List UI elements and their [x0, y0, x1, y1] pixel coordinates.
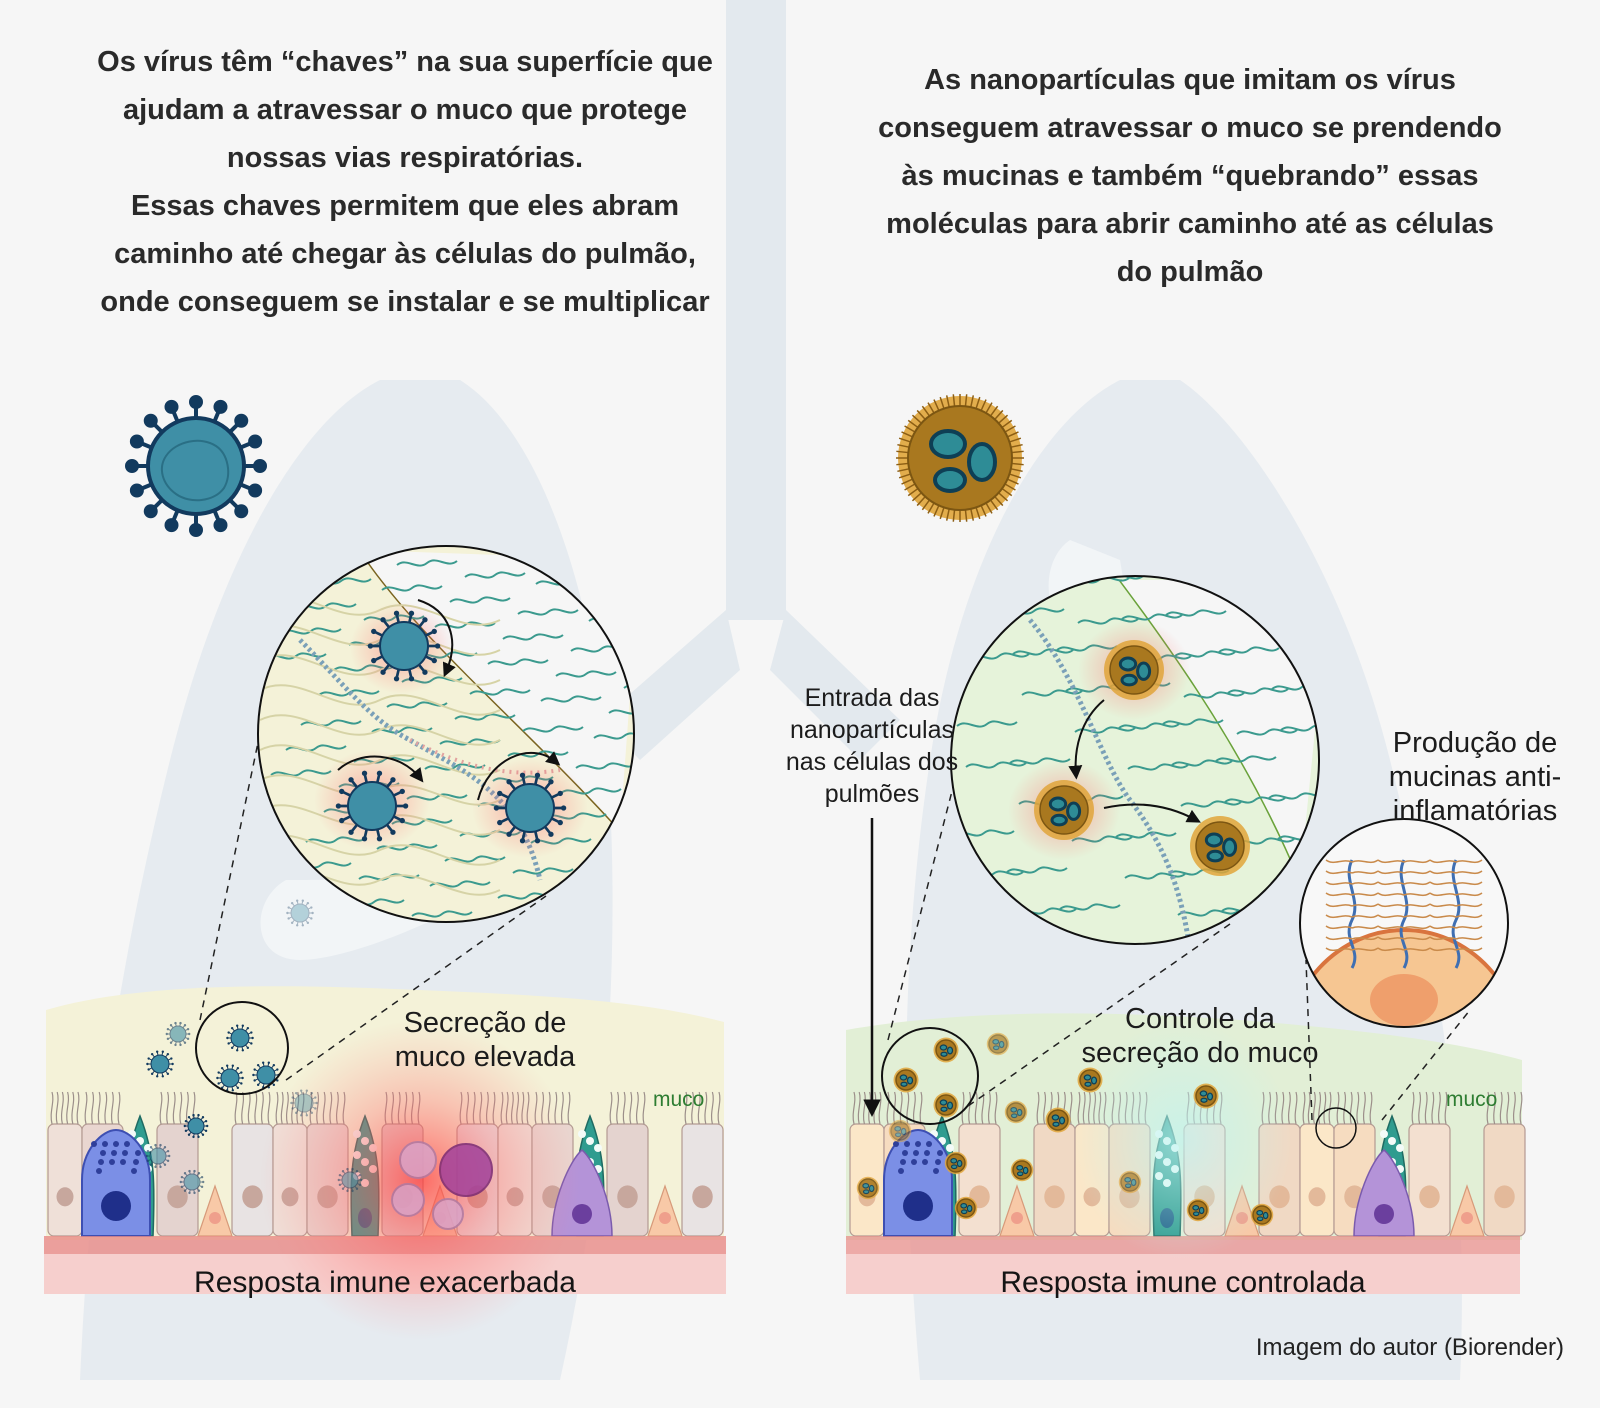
basal-blue-cell: [81, 1128, 151, 1237]
nanoparticle: [856, 1176, 880, 1200]
virus-particle: [146, 1050, 174, 1078]
heading-line: nossas vias respiratórias.: [226, 142, 584, 174]
nanoparticle: [933, 1037, 959, 1063]
zoom-source-left: [195, 1001, 289, 1095]
production-label: Produção de mucinas anti- inflamatórias: [1370, 726, 1580, 828]
label-line: nas células dos: [785, 748, 959, 776]
label-line: mucinas anti-: [1388, 761, 1562, 793]
heading-line: As nanopartículas que imitam os vírus: [924, 64, 1456, 96]
nanoparticle: [1193, 1083, 1219, 1109]
label-line: secreção do muco: [1081, 1037, 1319, 1069]
virus-particle: [337, 1167, 363, 1193]
mucus-label-left: muco: [653, 1088, 705, 1111]
virus-particle: [145, 1143, 171, 1169]
virus-particle: [179, 1169, 205, 1195]
nanoparticle: [1118, 1170, 1142, 1194]
nanoparticle: [893, 1067, 919, 1093]
heading-line: Os vírus têm “chaves” na sua superfície …: [97, 46, 713, 78]
control-label: Controle da secreção do muco: [1070, 1002, 1330, 1070]
virus-particle: [335, 770, 409, 842]
ciliated-cell: [606, 1091, 649, 1237]
label-line: muco elevada: [394, 1041, 576, 1073]
nanoparticle: [933, 1092, 959, 1118]
virus-particle: [216, 1064, 244, 1092]
nanoparticle: [1077, 1067, 1103, 1093]
nanoparticle: [1104, 640, 1164, 700]
basal-cell: [1449, 1184, 1485, 1237]
heading-line: ajudam a atravessar o muco que protege: [122, 94, 688, 126]
heading-line: moléculas para abrir caminho até as célu…: [886, 208, 1494, 240]
nanoparticle-icon: [896, 394, 1024, 522]
heading-line: às mucinas e também “quebrando” essas: [901, 160, 1479, 192]
zoom-circle-left: [257, 545, 635, 923]
heading-line: Essas chaves permitem que eles abram: [130, 190, 680, 222]
label-line: Secreção de: [403, 1007, 567, 1039]
mucus-viruses: [145, 899, 363, 1195]
right-heading: As nanopartículas que imitam os vírus co…: [820, 56, 1560, 296]
ciliated-cell: [1033, 1091, 1076, 1237]
virus-particle: [183, 1113, 209, 1139]
nanoparticle: [944, 1151, 968, 1175]
heading-line: do pulmão: [1116, 256, 1264, 288]
entry-label: Entrada das nanopartículas nas células d…: [770, 682, 974, 810]
label-line: Entrada das: [804, 684, 940, 712]
label-line: nanopartículas: [789, 716, 954, 744]
zoom-circle-production: [1299, 818, 1509, 1028]
left-epithelium: [44, 986, 726, 1340]
bottom-label-right: Resposta imune controlada: [1000, 1266, 1366, 1299]
label-line: Produção de: [1392, 727, 1558, 759]
label-line: pulmões: [824, 780, 920, 808]
virus-particle: [252, 1061, 280, 1089]
bottom-label-left: Resposta imune exacerbada: [194, 1266, 576, 1299]
ciliated-cell: [681, 1091, 724, 1237]
image-credit: Imagem do autor (Biorender): [1255, 1334, 1564, 1361]
heading-line: onde conseguem se instalar e se multipli…: [100, 286, 710, 318]
left-heading: Os vírus têm “chaves” na sua superfície …: [40, 38, 770, 326]
nanoparticle: [1045, 1107, 1071, 1133]
label-line: inflamatórias: [1392, 795, 1558, 827]
virus-particle: [290, 1089, 318, 1117]
nanoparticle: [1010, 1158, 1034, 1182]
nanoparticle: [1034, 780, 1094, 840]
mucus-label-right: muco: [1446, 1088, 1498, 1111]
zoom-circle-right: [950, 575, 1320, 945]
basal-blue-cell: [883, 1128, 953, 1237]
purple-cell: [1353, 1149, 1415, 1237]
nanoparticle: [888, 1119, 912, 1143]
virus-icon: [125, 395, 267, 537]
nanoparticle: [1004, 1100, 1028, 1124]
virus-particle: [286, 899, 314, 927]
virus-particle: [165, 1021, 191, 1047]
heading-line: conseguem atravessar o muco se prendendo: [878, 112, 1502, 144]
nanoparticle: [954, 1196, 978, 1220]
virus-particle: [493, 772, 567, 844]
nanoparticle: [986, 1032, 1010, 1056]
ciliated-cell: [1483, 1091, 1526, 1237]
nanoparticle: [1250, 1203, 1274, 1227]
nanoparticle: [1186, 1198, 1210, 1222]
mucus-nanoparticles: [856, 1032, 1274, 1227]
nanoparticle: [1190, 816, 1250, 876]
virus-particle: [226, 1024, 254, 1052]
virus-particle: [367, 610, 441, 682]
secretion-label: Secreção de muco elevada: [370, 1006, 600, 1074]
label-line: Controle da: [1125, 1003, 1275, 1035]
heading-line: caminho até chegar às células do pulmão,: [114, 238, 696, 270]
